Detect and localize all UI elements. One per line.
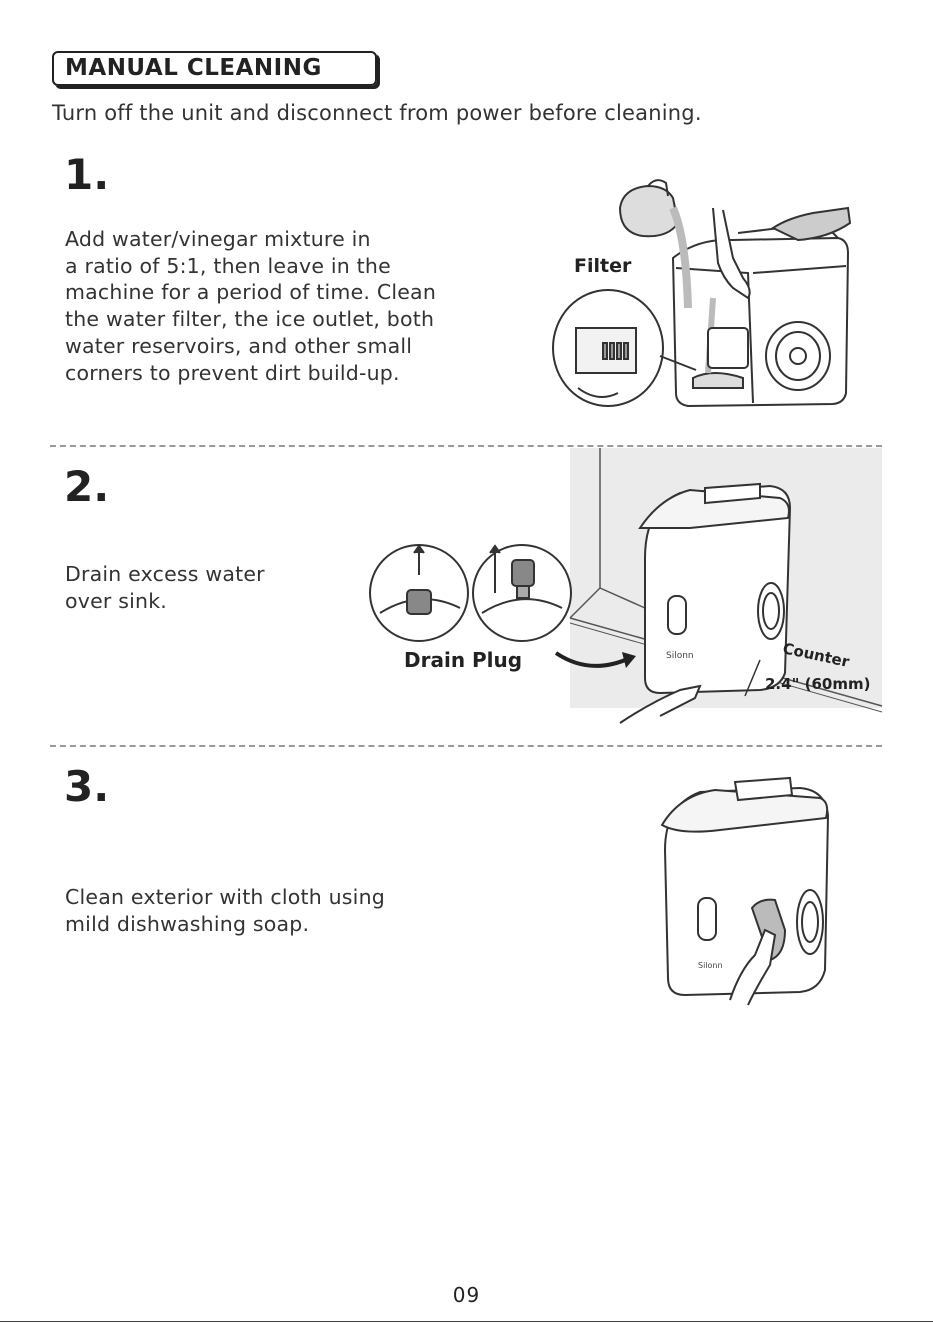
step-2-text: Drain excess water over sink. [65, 562, 265, 613]
height-label: 2.4" (60mm) [765, 675, 870, 693]
step-1-number: 1. [64, 150, 110, 199]
step-3-text: Clean exterior with cloth using mild dis… [65, 885, 385, 936]
step-2-number: 2. [64, 462, 110, 511]
intro-text: Turn off the unit and disconnect from po… [52, 101, 702, 125]
step-2-illustration: Silonn Counter 2.4" (60mm) Drain Plug [369, 448, 883, 724]
step-3-number: 3. [64, 762, 110, 811]
divider [50, 445, 882, 447]
filter-label: Filter [574, 255, 632, 277]
section-title: MANUAL CLEANING [52, 51, 377, 86]
step-1-text: Add water/vinegar mixture in a ratio of … [65, 227, 437, 385]
step-1-illustration: Filter [552, 179, 852, 408]
step-3-illustration: Silonn [660, 776, 830, 1006]
divider [50, 745, 882, 747]
brand-label: Silonn [698, 961, 723, 970]
page-number: 09 [452, 1283, 481, 1307]
brand-label: Silonn [666, 651, 694, 661]
bottom-rule [0, 1321, 933, 1322]
drain-plug-label: Drain Plug [404, 648, 522, 672]
